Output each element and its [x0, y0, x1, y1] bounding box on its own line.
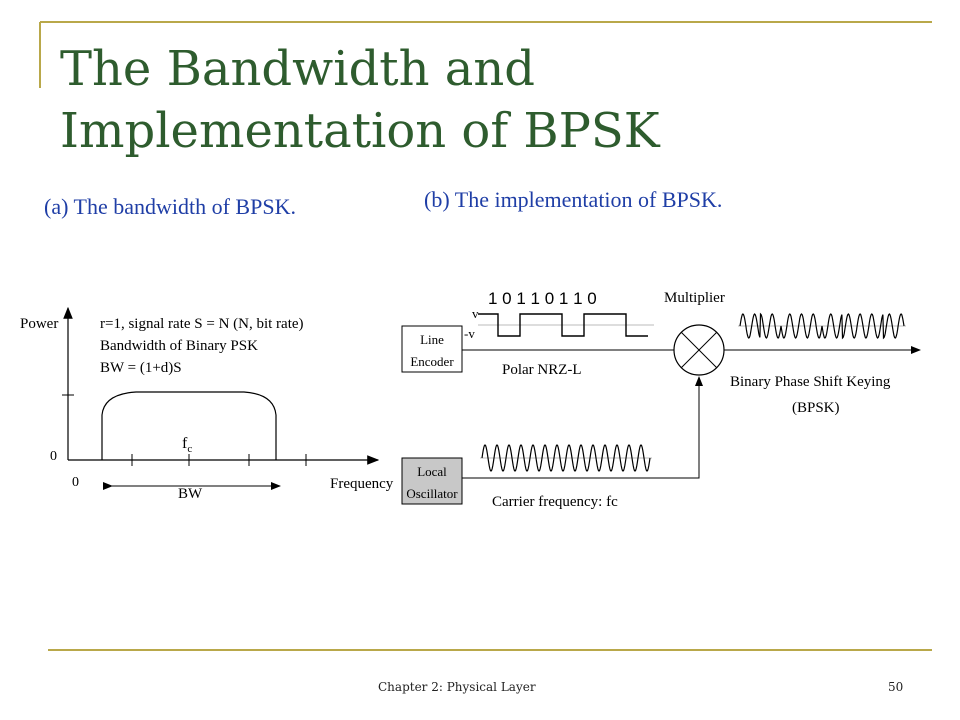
- bpsk-waveform: [739, 312, 905, 340]
- bw-label: BW: [178, 486, 203, 502]
- level-v-label: v: [472, 306, 479, 321]
- line-encoder-label-2: Encoder: [410, 354, 454, 369]
- line-encoder-label-1: Line: [420, 332, 444, 347]
- page-number: 50: [888, 680, 904, 694]
- bpsk-block-diagram: 1 0 1 1 0 1 1 0 Multiplier v -v Line Enc…: [401, 289, 921, 510]
- zero-y-label: 0: [50, 449, 57, 464]
- legend-line-2: Bandwidth of Binary PSK: [100, 338, 258, 354]
- legend-line-3: BW = (1+d)S: [100, 360, 182, 376]
- y-axis-label: Power: [20, 316, 58, 332]
- local-oscillator-label-2: Oscillator: [406, 486, 458, 501]
- center-frequency-sub: c: [187, 443, 192, 455]
- bpsk-label-1: Binary Phase Shift Keying: [730, 374, 891, 390]
- level-neg-v-label: -v: [464, 326, 475, 341]
- multiplier-cross-2: [680, 331, 718, 369]
- nrz-waveform: [478, 313, 648, 337]
- zero-x-label: 0: [72, 475, 79, 490]
- footer-chapter: Chapter 2: Physical Layer: [378, 680, 536, 694]
- bit-sequence: 1 0 1 1 0 1 1 0: [488, 289, 597, 308]
- multiplier-label: Multiplier: [664, 290, 725, 306]
- carrier-frequency-label: Carrier frequency: fc: [492, 494, 618, 510]
- subtitle-implementation: (b) The implementation of BPSK.: [424, 187, 723, 212]
- subtitle-bandwidth: (a) The bandwidth of BPSK.: [44, 194, 296, 219]
- line-encoder-box: [401, 325, 463, 373]
- center-frequency-main: f: [182, 435, 188, 452]
- polar-nrz-label: Polar NRZ-L: [502, 362, 582, 378]
- center-frequency-label: fc: [182, 435, 192, 455]
- bpsk-label-2: (BPSK): [792, 400, 840, 416]
- oscillator-to-multiplier-line: [462, 376, 703, 479]
- spectrum-diagram: Power r=1, signal rate S = N (N, bit rat…: [20, 306, 394, 502]
- x-axis-label: Frequency: [330, 476, 394, 492]
- local-oscillator-label-1: Local: [417, 464, 447, 479]
- spectrum-curve: [101, 391, 277, 460]
- legend-line-1: r=1, signal rate S = N (N, bit rate): [100, 316, 304, 332]
- local-oscillator-box: [401, 457, 463, 505]
- carrier-waveform: [481, 444, 651, 472]
- page-title: The Bandwidth and Implementation of BPSK: [60, 41, 660, 159]
